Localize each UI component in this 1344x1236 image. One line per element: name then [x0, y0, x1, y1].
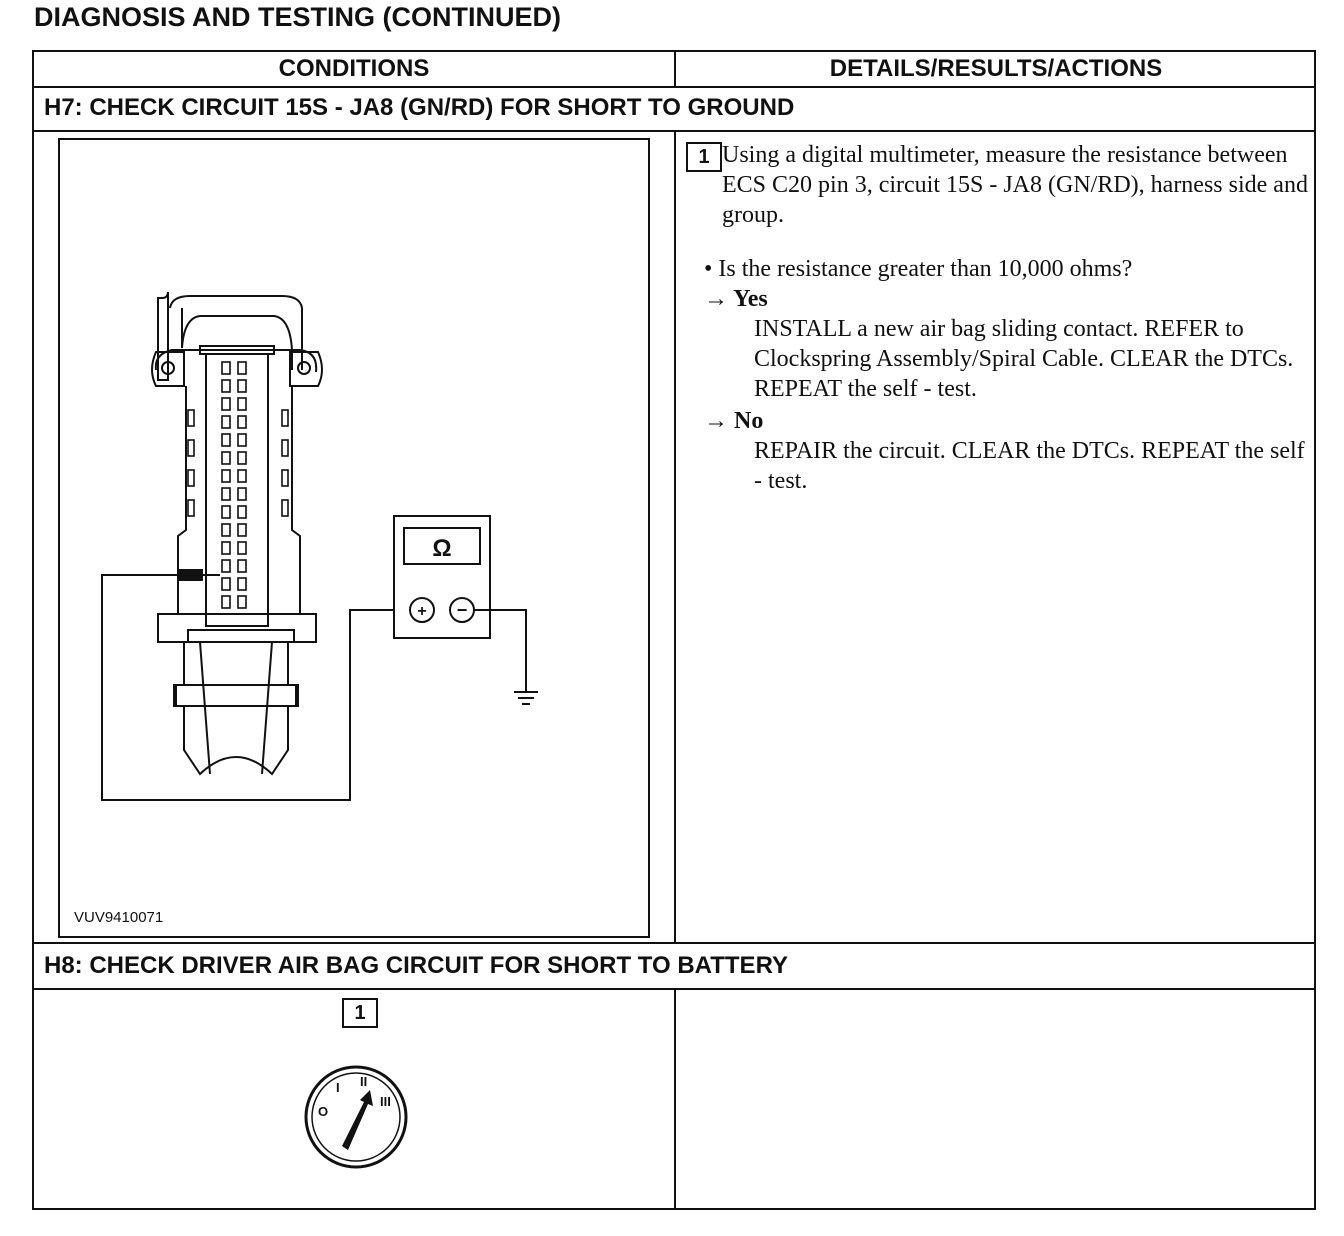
h7-heading: H7: CHECK CIRCUIT 15S - JA8 (GN/RD) FOR …: [44, 94, 795, 121]
figure-code: VUV9410071: [74, 909, 164, 926]
no-action: REPAIR the circuit. CLEAR the DTCs. REPE…: [754, 438, 1305, 494]
step-number-box: 1: [342, 998, 378, 1028]
conditions-column-header: CONDITIONS: [278, 55, 430, 82]
ignition-switch-icon: O I II III: [304, 1065, 408, 1169]
yes-action: INSTALL a new air bag sliding contact. R…: [754, 316, 1294, 402]
step-number-box: 1: [686, 142, 722, 172]
divider: [674, 990, 676, 1210]
ignition-position-1: I: [336, 1080, 340, 1095]
h8-heading: H8: CHECK DRIVER AIR BAG CIRCUIT FOR SHO…: [44, 952, 789, 979]
divider: [34, 130, 1314, 132]
plus-terminal-label: +: [417, 603, 426, 620]
ohm-symbol: Ω: [432, 535, 451, 562]
no-label: → No: [704, 408, 764, 434]
step-instruction: Using a digital multimeter, measure the …: [722, 142, 1308, 228]
ignition-position-3: III: [380, 1094, 391, 1109]
page-title: DIAGNOSIS AND TESTING (CONTINUED): [34, 2, 562, 32]
diagnosis-table: CONDITIONS DETAILS/RESULTS/ACTIONS H7: C…: [32, 50, 1316, 1210]
ignition-position-0: O: [318, 1104, 328, 1119]
yes-label: → Yes: [704, 286, 768, 312]
ignition-position-2: II: [360, 1074, 367, 1089]
minus-terminal-label: −: [457, 600, 468, 620]
divider: [674, 132, 676, 942]
details-column-header: DETAILS/RESULTS/ACTIONS: [829, 55, 1163, 82]
h7-figure: Ω + − VUV9410071: [58, 138, 650, 938]
divider: [34, 86, 1314, 88]
question-text: • Is the resistance greater than 10,000 …: [704, 256, 1133, 282]
divider: [674, 52, 676, 86]
divider: [34, 988, 1314, 990]
divider: [34, 942, 1314, 944]
connector-multimeter-diagram: Ω + −: [101, 291, 538, 801]
